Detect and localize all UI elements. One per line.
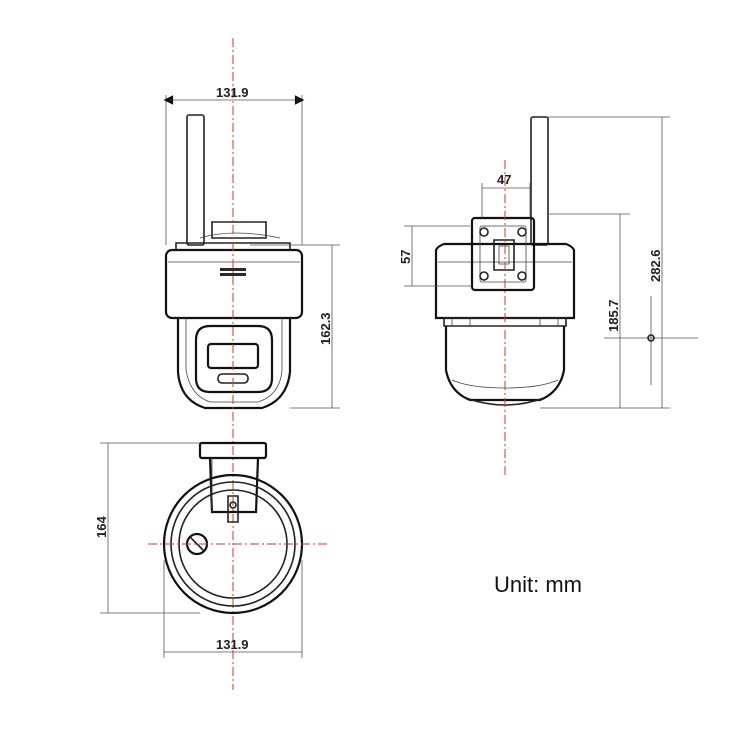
crosshair-symbol	[604, 296, 698, 385]
side-mount-height-label: 57	[398, 250, 413, 264]
side-upper-housing	[434, 242, 576, 320]
bottom-mount-block	[198, 441, 268, 460]
front-height-dimension: 162.3	[250, 244, 340, 409]
unit-label: Unit: mm	[494, 572, 582, 597]
side-total-height-dimension: 282.6	[548, 116, 670, 408]
bottom-depth-label: 164	[94, 516, 109, 538]
bottom-width-label: 131.9	[216, 637, 249, 652]
front-antenna	[186, 114, 205, 246]
side-body-height-label: 185.7	[606, 299, 621, 332]
front-vent	[220, 268, 246, 276]
front-upper-housing	[164, 248, 304, 320]
side-mount-height-dimension: 57	[398, 225, 472, 287]
bottom-depth-dimension: 164	[94, 442, 200, 614]
side-total-height-label: 282.6	[648, 249, 663, 282]
front-height-label: 162.3	[318, 312, 333, 345]
front-view	[164, 114, 304, 410]
bottom-cable	[227, 495, 239, 523]
side-body-height-dimension: 185.7	[540, 213, 670, 409]
bottom-width-dimension: 131.9	[163, 560, 303, 658]
front-width-label: 131.9	[216, 85, 249, 100]
side-mount-plate	[470, 216, 536, 292]
side-mount-width-label: 47	[497, 172, 511, 187]
front-mount-bracket	[211, 221, 267, 239]
front-lens-module	[194, 324, 274, 394]
front-dome	[176, 318, 292, 410]
front-width-dimension: 131.9	[163, 85, 305, 245]
side-mount-width-dimension: 47	[481, 172, 531, 218]
